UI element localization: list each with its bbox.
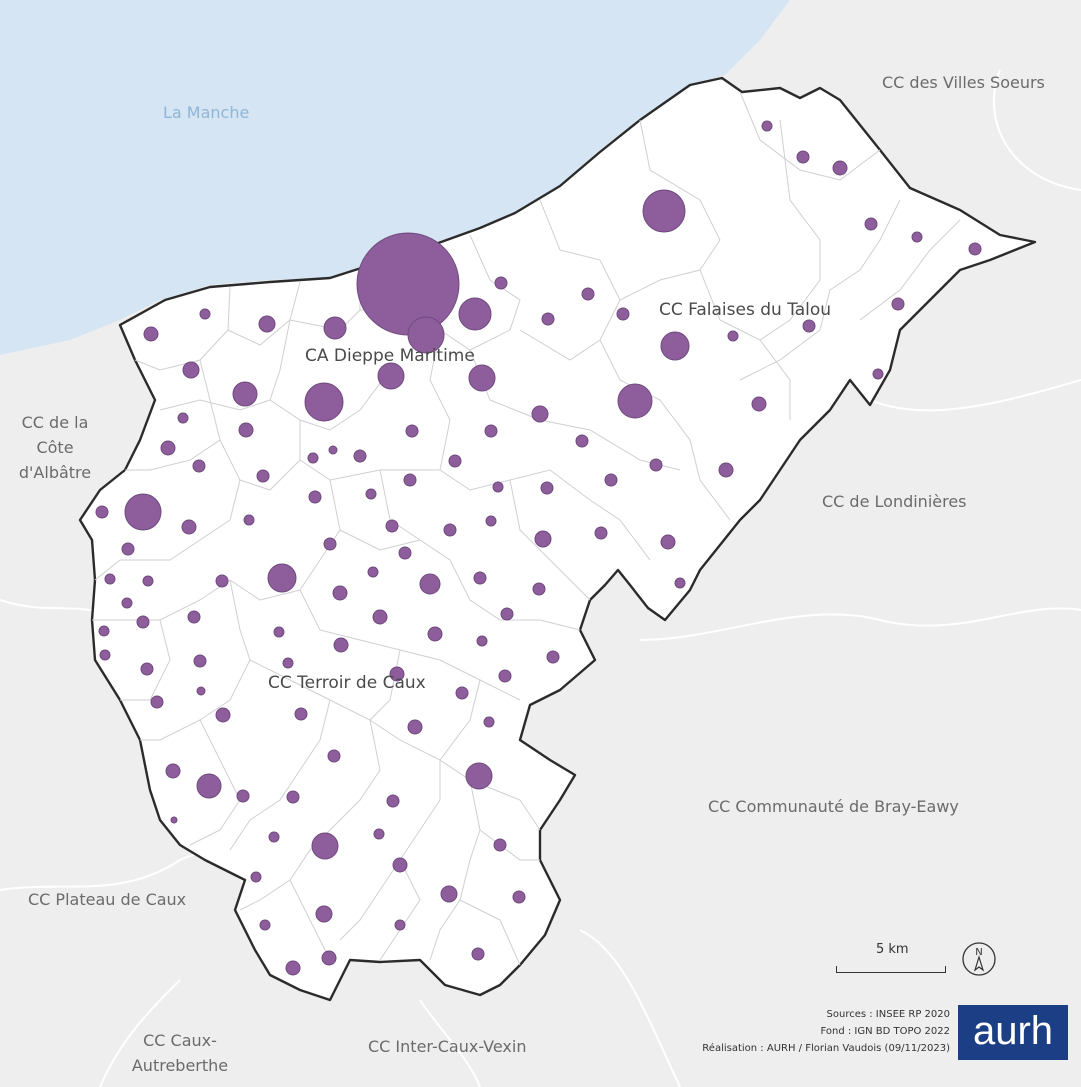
label-dieppe-maritime: CA Dieppe Maritime <box>305 346 475 366</box>
territory <box>78 76 1037 1002</box>
label-caux-autreberthe: CC Caux- Autreberthe <box>115 1028 245 1078</box>
sea-label: La Manche <box>163 103 250 122</box>
label-inter-caux-vexin: CC Inter-Caux-Vexin <box>368 1037 527 1056</box>
north-arrow-icon: N <box>962 942 996 976</box>
label-caux-autreberthe-line2: Autreberthe <box>131 1056 229 1075</box>
aurh-logo: aurh <box>958 1005 1068 1060</box>
label-terroir-caux: CC Terroir de Caux <box>268 673 426 693</box>
scale-bar-line <box>836 966 946 973</box>
label-londinieres: CC de Londinières <box>822 492 967 511</box>
north-label: N <box>975 947 982 958</box>
sources-line-1: Sources : INSEE RP 2020 <box>826 1009 950 1020</box>
label-caux-autreberthe-line1: CC Caux- <box>143 1031 217 1050</box>
label-villes-soeurs: CC des Villes Soeurs <box>882 73 1045 92</box>
label-cote-albatre-line1: CC de la <box>21 413 89 432</box>
label-falaises-talou: CC Falaises du Talou <box>659 300 832 320</box>
sources-line-2: Fond : IGN BD TOPO 2022 <box>820 1026 950 1037</box>
commune-boundaries <box>92 91 961 966</box>
sea-area <box>0 0 790 355</box>
scale-label: 5 km <box>876 942 909 957</box>
label-plateau-caux: CC Plateau de Caux <box>28 890 187 909</box>
label-bray-eawy: CC Communauté de Bray-Eawy <box>708 797 959 816</box>
sources-block: Sources : INSEE RP 2020 Fond : IGN BD TO… <box>660 1006 950 1057</box>
label-cote-albatre-line3: d'Albâtre <box>18 463 92 482</box>
label-cote-albatre-line2: Côte <box>36 438 74 457</box>
label-cote-albatre: CC de la Côte d'Albâtre <box>10 410 100 485</box>
sources-line-3: Réalisation : AURH / Florian Vaudois (09… <box>702 1043 950 1054</box>
population-symbols <box>95 120 982 976</box>
